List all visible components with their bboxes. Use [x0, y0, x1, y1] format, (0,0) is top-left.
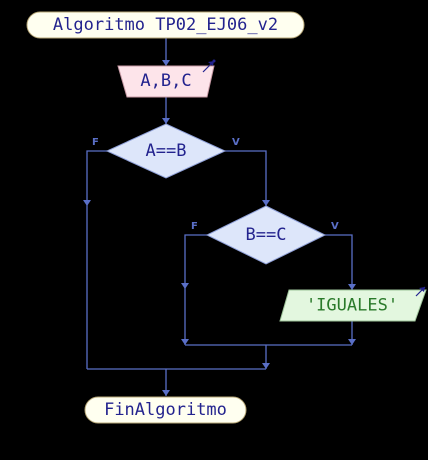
output-label: 'IGUALES' [306, 296, 398, 316]
decision-1-true-label: V [232, 137, 240, 148]
decision-2-false-label: F [191, 221, 198, 232]
output-node[interactable]: 'IGUALES' [279, 286, 427, 322]
start-node[interactable]: Algoritmo TP02_EJ06_v2 [26, 11, 305, 39]
arrowheads [83, 60, 356, 396]
end-label: FinAlgoritmo [104, 400, 227, 420]
input-node[interactable]: A,B,C [117, 59, 216, 98]
output-arrow-icon [415, 286, 426, 297]
decision-1-label: A==B [146, 141, 187, 161]
decision-node-1[interactable]: A==B [105, 123, 227, 179]
decision-2-label: B==C [246, 225, 287, 245]
decision-node-2[interactable]: B==C [205, 205, 327, 265]
start-label: Algoritmo TP02_EJ06_v2 [53, 15, 278, 35]
input-arrow-icon [202, 59, 216, 73]
input-label: A,B,C [140, 71, 191, 91]
end-node[interactable]: FinAlgoritmo [84, 396, 247, 424]
decision-2-true-label: V [331, 221, 339, 232]
decision-1-false-label: F [92, 137, 99, 148]
connectors [86, 38, 353, 396]
